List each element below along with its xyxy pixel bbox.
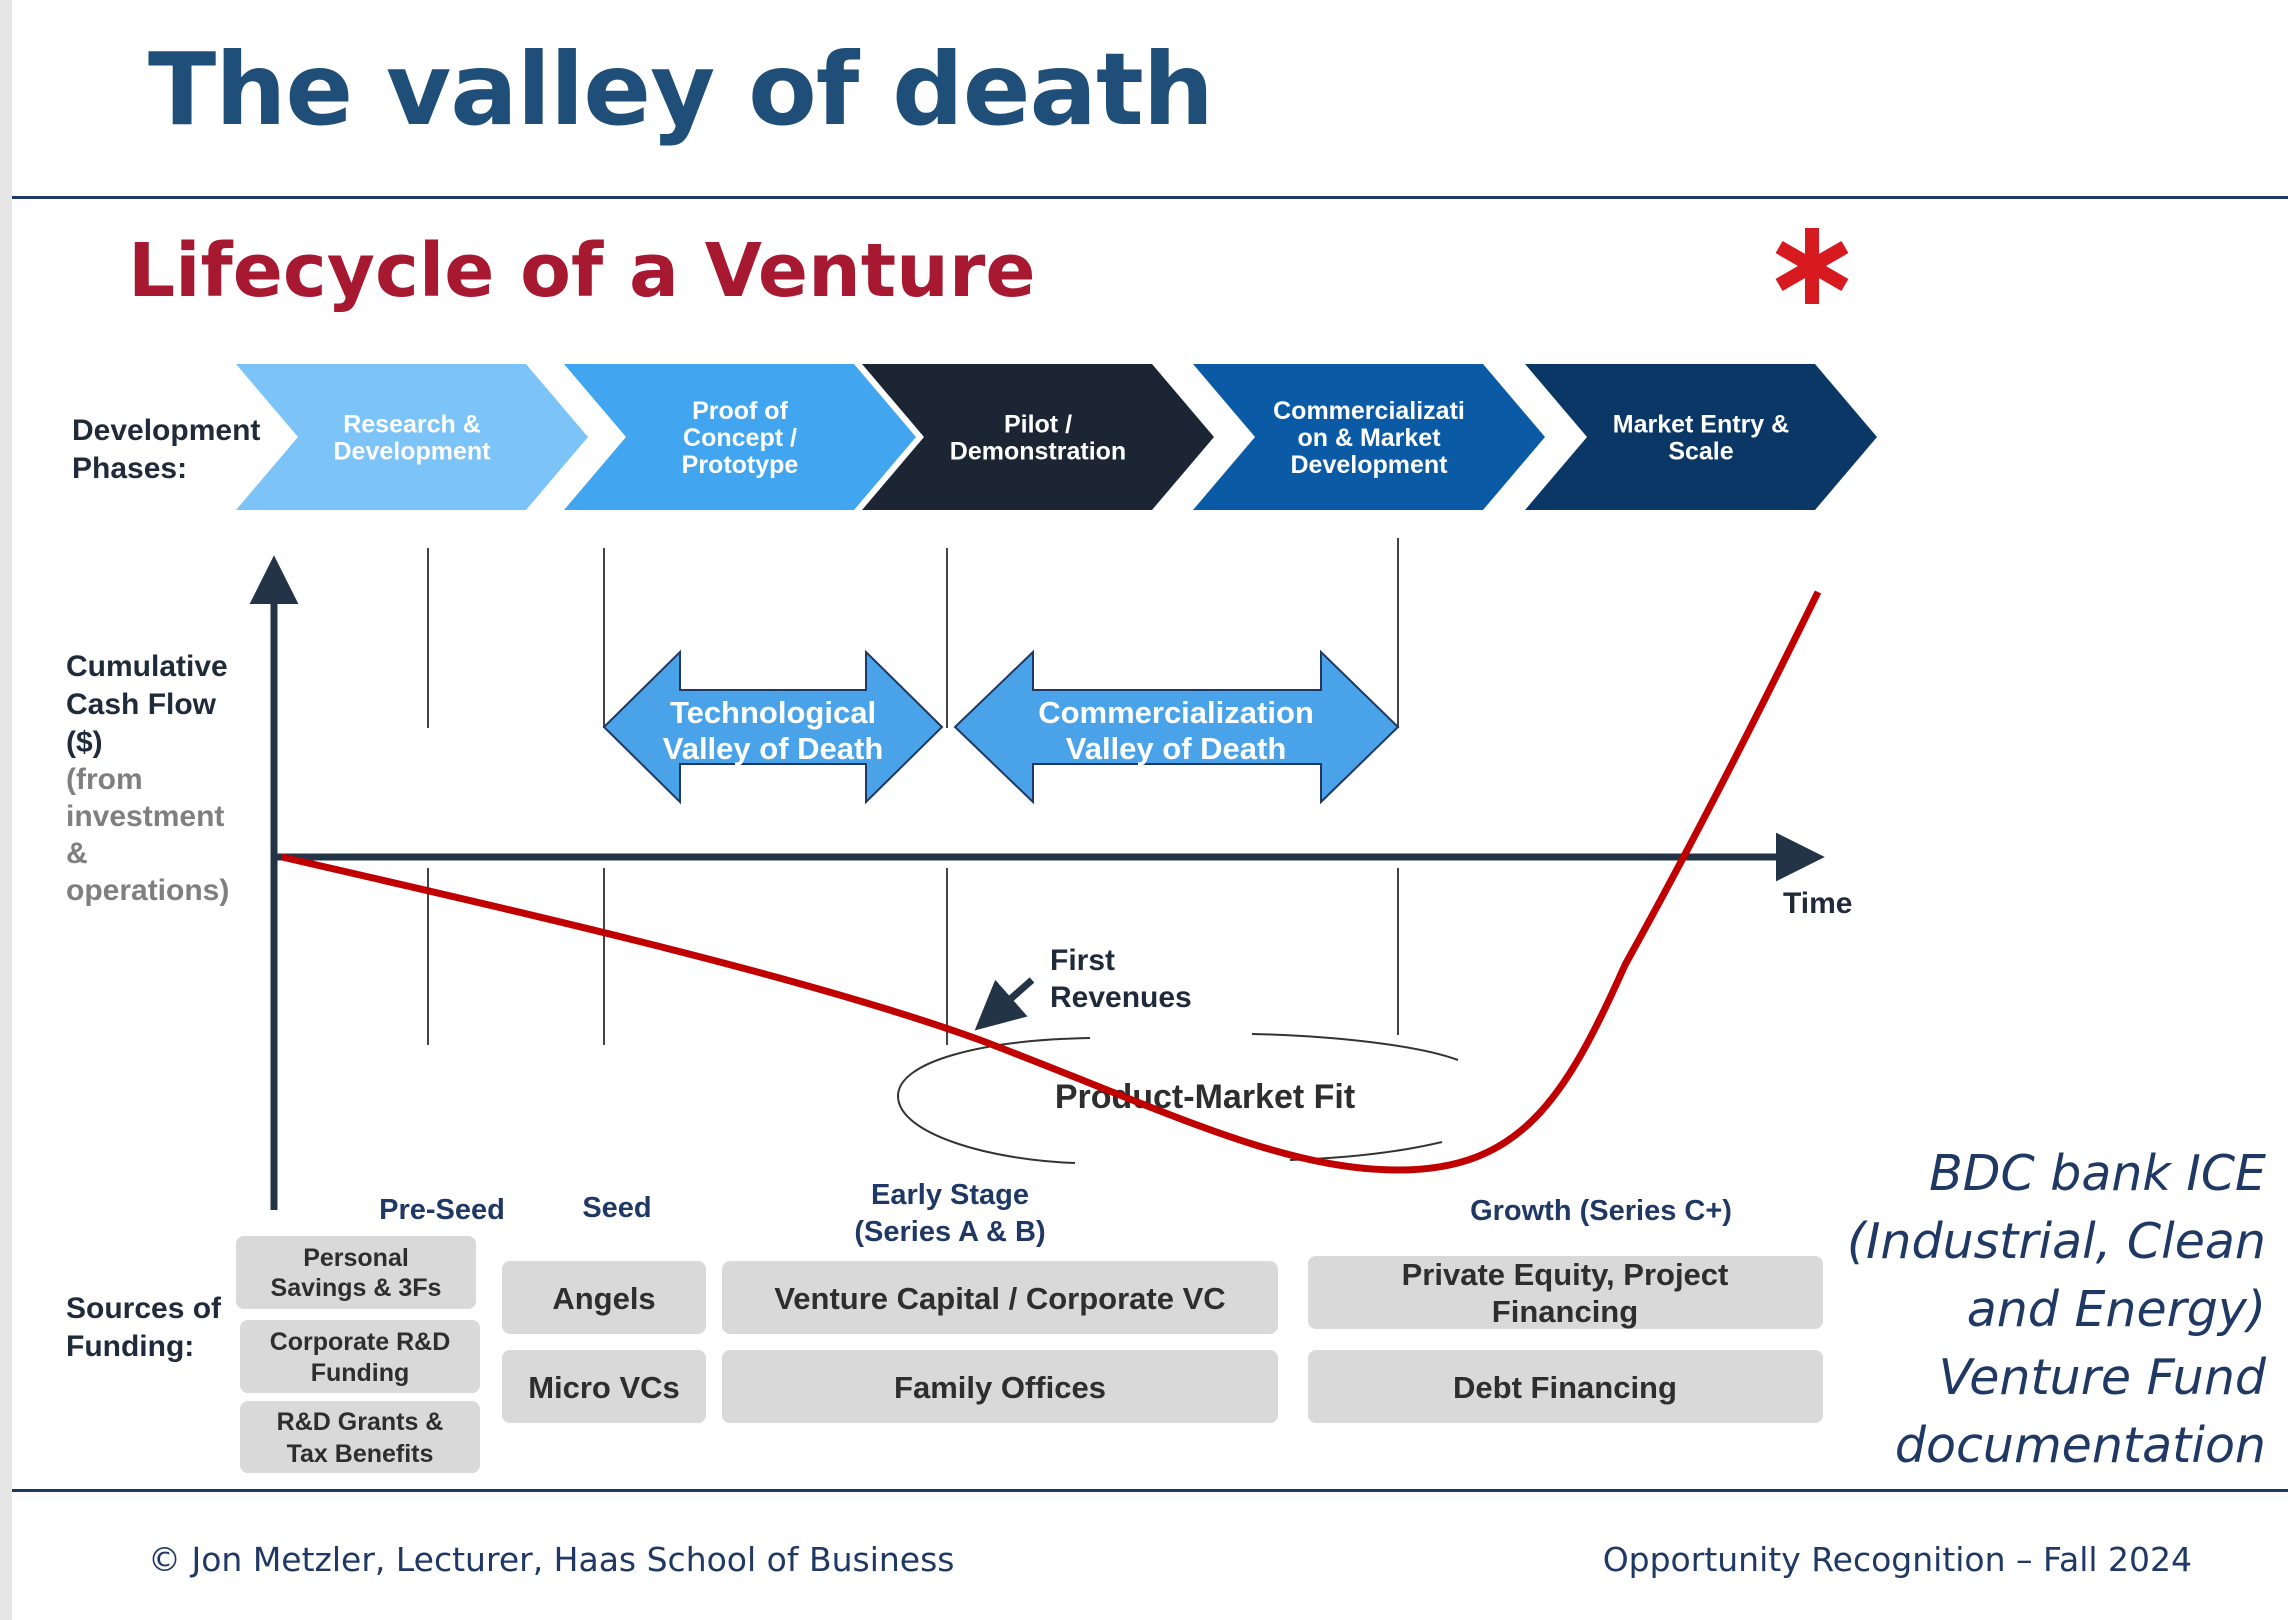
funding-box-line: Debt Financing: [1453, 1370, 1677, 1405]
phase-chevron-label: Market Entry &: [1613, 411, 1789, 439]
phase-chevron-label: Development: [1291, 451, 1449, 479]
funding-box: Family Offices: [722, 1350, 1278, 1423]
funding-box-line: Personal: [303, 1244, 409, 1272]
source-caption: BDC bank ICE (Industrial, Clean and Ener…: [1847, 1140, 2266, 1480]
slide-left-edge: [0, 0, 12, 1620]
phase-chevron-label: on & Market: [1297, 424, 1441, 452]
caption-line: (Industrial, Clean: [1846, 1213, 2266, 1270]
valley-label-line: Commercialization: [1038, 695, 1314, 730]
stage-pre-seed: Pre-Seed: [379, 1194, 505, 1226]
caption-line: and Energy): [1966, 1281, 2266, 1338]
stage-seed: Seed: [582, 1192, 651, 1224]
caption-line: documentation: [1894, 1417, 2266, 1474]
phase-chevron: [564, 364, 916, 510]
funding-box-line: Micro VCs: [528, 1370, 680, 1405]
funding-box-line: Family Offices: [894, 1370, 1106, 1405]
y-axis-sublabel-line: &: [66, 837, 88, 870]
y-axis-label: Cumulative Cash Flow ($) (from investmen…: [66, 650, 229, 907]
funding-box-line: Tax Benefits: [287, 1440, 434, 1468]
y-axis-sublabel-line: (from: [66, 763, 143, 796]
phases-label-line: Development: [72, 414, 260, 447]
funding-box-line: Corporate R&D: [270, 1328, 451, 1356]
phases-label: Development Phases:: [72, 414, 260, 485]
funding-box: Micro VCs: [502, 1350, 706, 1423]
stage-early-line: Early Stage: [871, 1179, 1029, 1211]
phase-chevron-label: Concept /: [683, 424, 797, 452]
y-axis-sublabel-line: operations): [66, 874, 229, 907]
caption-line: BDC bank ICE: [1929, 1145, 2266, 1202]
funding-box-line: Private Equity, Project: [1402, 1257, 1729, 1292]
funding-box: Private Equity, Project Financing: [1308, 1256, 1823, 1329]
phase-chevron-label: Prototype: [682, 451, 799, 479]
first-revenues-arrow: [974, 977, 1035, 1031]
phases-label-line: Phases:: [72, 452, 187, 485]
funding-box: Corporate R&D Funding: [240, 1320, 480, 1393]
first-revenues-label-line: First: [1050, 944, 1115, 977]
phase-chevron-label: Commercializati: [1273, 397, 1465, 425]
technological-valley-arrow: [602, 649, 944, 805]
phase-chevron: [236, 364, 588, 510]
funding-box: Debt Financing: [1308, 1350, 1823, 1423]
phase-chevron-label: Proof of: [692, 397, 788, 425]
slide-title: The valley of death: [148, 31, 1214, 148]
y-axis-label-line: ($): [66, 726, 103, 759]
phase-chevron-label: Scale: [1668, 438, 1733, 466]
commercialization-valley-arrow: [953, 649, 1400, 805]
funding-label-line: Funding:: [66, 1330, 194, 1363]
caption-line: Venture Fund: [1938, 1349, 2266, 1406]
title-divider: [12, 196, 2288, 199]
red-asterisk-logo-icon: [1775, 228, 1849, 304]
stage-early-line: (Series A & B): [854, 1216, 1045, 1248]
first-revenues-label-line: Revenues: [1050, 981, 1192, 1014]
funding-box-line: R&D Grants &: [277, 1408, 444, 1436]
diagram-title: Lifecycle of a Venture: [128, 228, 1036, 314]
footer-copyright: © Jon Metzler, Lecturer, Haas School of …: [148, 1540, 955, 1579]
phase-chevron-label: Development: [334, 438, 492, 466]
funding-box: Venture Capital / Corporate VC: [722, 1261, 1278, 1334]
x-axis-label: Time: [1783, 887, 1852, 920]
valley-label-line: Valley of Death: [663, 731, 884, 766]
valley-label-line: Valley of Death: [1066, 731, 1287, 766]
footer-divider: [12, 1489, 2288, 1492]
product-market-fit-label: Product-Market Fit: [1055, 1078, 1355, 1116]
funding-box-line: Venture Capital / Corporate VC: [774, 1281, 1225, 1316]
funding-box-line: Savings & 3Fs: [271, 1274, 442, 1302]
funding-label-line: Sources of: [66, 1292, 222, 1325]
cash-flow-curve: [281, 590, 1822, 1174]
stage-growth: Growth (Series C+): [1470, 1195, 1732, 1227]
phase-chevron: [862, 364, 1214, 510]
funding-box: Personal Savings & 3Fs: [236, 1236, 476, 1309]
funding-box-line: Angels: [552, 1281, 655, 1316]
funding-box-line: Funding: [311, 1359, 410, 1387]
phase-chevron-label: Pilot /: [1004, 411, 1072, 439]
footer-course: Opportunity Recognition – Fall 2024: [1602, 1540, 2192, 1579]
funding-box: Angels: [502, 1261, 706, 1334]
y-axis-label-line: Cash Flow: [66, 688, 217, 721]
funding-label: Sources of Funding:: [66, 1292, 222, 1363]
phase-divider-lines: [427, 538, 1399, 1045]
funding-box-line: Financing: [1492, 1294, 1638, 1329]
valley-label-line: Technological: [670, 695, 876, 730]
y-axis-sublabel-line: investment: [66, 800, 224, 833]
phase-chevron: [1525, 364, 1877, 510]
funding-box: R&D Grants & Tax Benefits: [240, 1401, 480, 1473]
phase-chevron-label: Demonstration: [950, 438, 1126, 466]
phase-chevron-label: Research &: [343, 411, 481, 439]
y-axis-label-line: Cumulative: [66, 650, 228, 683]
phase-chevron: [1193, 364, 1545, 510]
